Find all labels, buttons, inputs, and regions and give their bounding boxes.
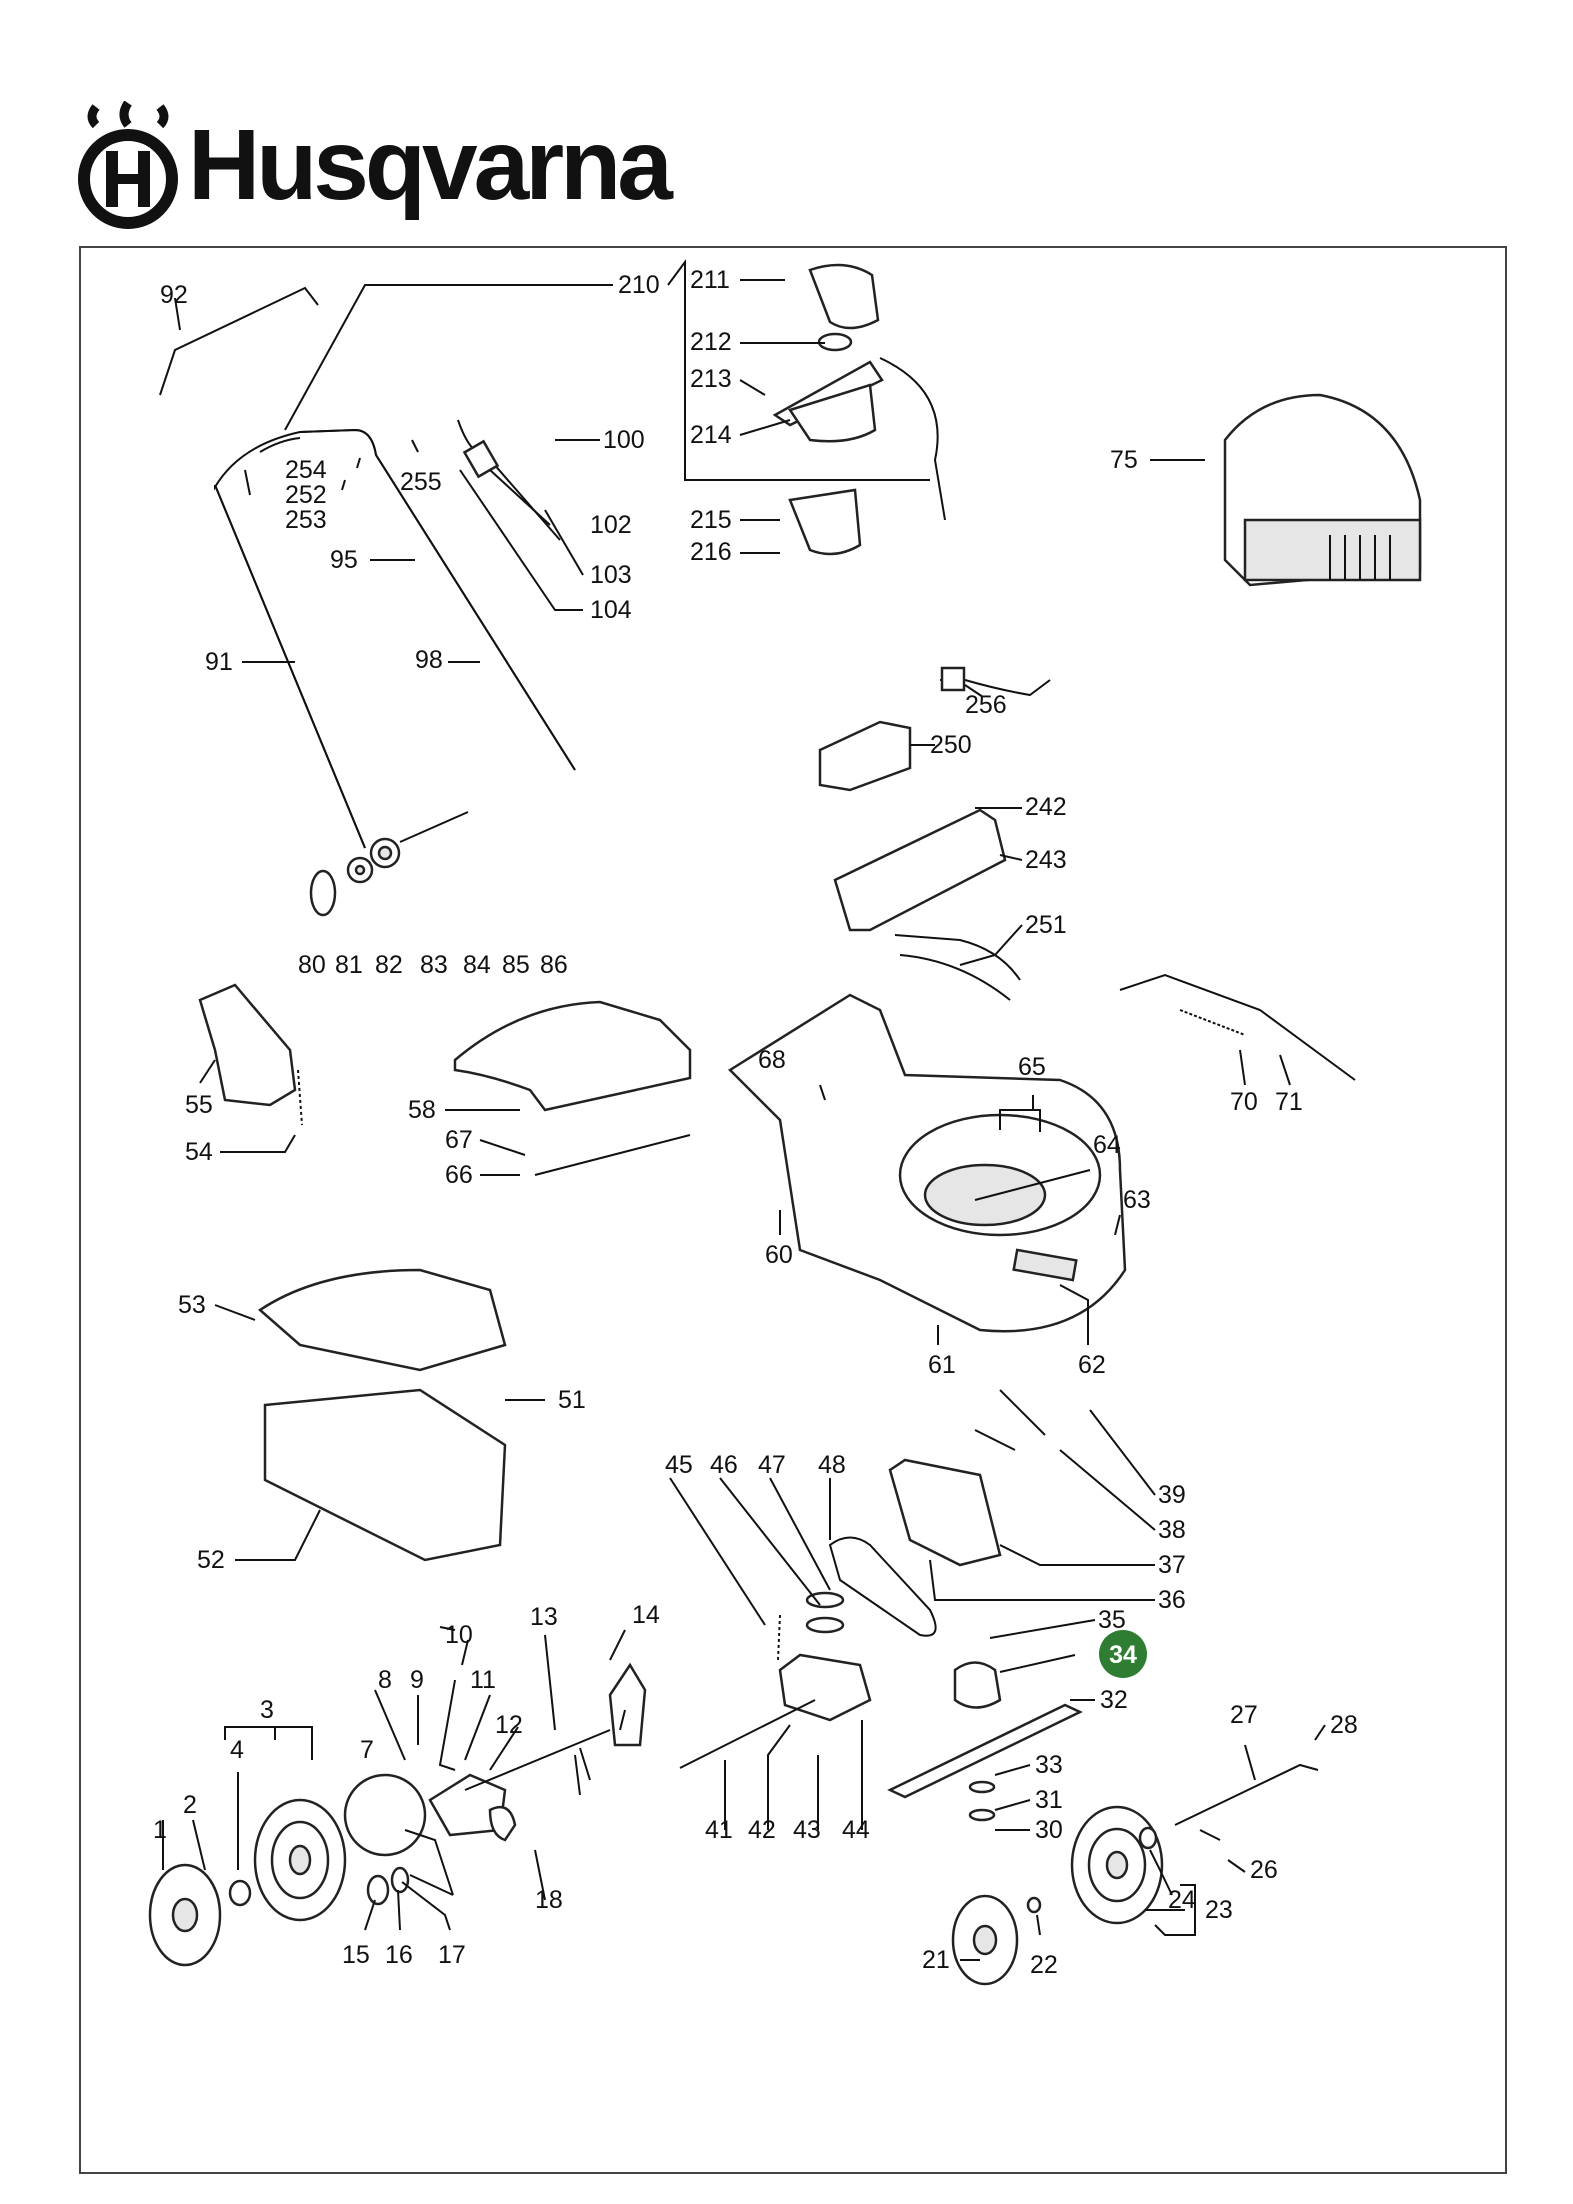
label-75: 75 bbox=[1110, 446, 1138, 474]
label-45: 45 bbox=[665, 1451, 693, 1479]
label-7: 7 bbox=[360, 1736, 374, 1764]
label-21: 21 bbox=[922, 1946, 950, 1974]
label-104: 104 bbox=[590, 596, 632, 624]
highlight-badge bbox=[1099, 1630, 1147, 1678]
part-shapes bbox=[148, 263, 1422, 1986]
label-252: 252 bbox=[285, 481, 327, 509]
label-54: 54 bbox=[185, 1138, 213, 1166]
label-16: 16 bbox=[385, 1941, 413, 1969]
label-13: 13 bbox=[530, 1603, 558, 1631]
label-18: 18 bbox=[535, 1886, 563, 1914]
label-28: 28 bbox=[1330, 1711, 1358, 1739]
label-2: 2 bbox=[183, 1791, 197, 1819]
label-31: 31 bbox=[1035, 1786, 1063, 1814]
label-14: 14 bbox=[632, 1601, 660, 1629]
label-68: 68 bbox=[758, 1046, 786, 1074]
label-256: 256 bbox=[965, 691, 1007, 719]
label-214: 214 bbox=[690, 421, 732, 449]
label-216: 216 bbox=[690, 538, 732, 566]
husqvarna-crown-h-icon bbox=[78, 101, 178, 229]
label-60: 60 bbox=[765, 1241, 793, 1269]
label-103: 103 bbox=[590, 561, 632, 589]
label-254: 254 bbox=[285, 456, 327, 484]
label-82: 82 bbox=[375, 951, 403, 979]
label-250: 250 bbox=[930, 731, 972, 759]
label-51: 51 bbox=[558, 1386, 586, 1414]
label-42: 42 bbox=[748, 1816, 776, 1844]
label-251: 251 bbox=[1025, 911, 1067, 939]
label-9: 9 bbox=[410, 1666, 424, 1694]
diagram-frame bbox=[79, 246, 1507, 2174]
label-10: 10 bbox=[445, 1621, 473, 1649]
label-37: 37 bbox=[1158, 1551, 1186, 1579]
label-36: 36 bbox=[1158, 1586, 1186, 1614]
label-71: 71 bbox=[1275, 1088, 1303, 1116]
label-62: 62 bbox=[1078, 1351, 1106, 1379]
label-17: 17 bbox=[438, 1941, 466, 1969]
label-63: 63 bbox=[1123, 1186, 1151, 1214]
label-15: 15 bbox=[342, 1941, 370, 1969]
label-92: 92 bbox=[160, 281, 188, 309]
label-210: 210 bbox=[618, 271, 660, 299]
label-52: 52 bbox=[197, 1546, 225, 1574]
label-64: 64 bbox=[1093, 1131, 1121, 1159]
label-35: 35 bbox=[1098, 1606, 1126, 1634]
label-66: 66 bbox=[445, 1161, 473, 1189]
label-80: 80 bbox=[298, 951, 326, 979]
label-26: 26 bbox=[1250, 1856, 1278, 1884]
label-61: 61 bbox=[928, 1351, 956, 1379]
label-70: 70 bbox=[1230, 1088, 1258, 1116]
label-100: 100 bbox=[603, 426, 645, 454]
label-4: 4 bbox=[230, 1736, 244, 1764]
label-34: 34 bbox=[1109, 1641, 1137, 1669]
brand-logo: Husqvarna bbox=[78, 100, 673, 230]
label-242: 242 bbox=[1025, 793, 1067, 821]
label-211: 211 bbox=[690, 266, 730, 294]
label-95: 95 bbox=[330, 546, 358, 574]
label-39: 39 bbox=[1158, 1481, 1186, 1509]
label-102: 102 bbox=[590, 511, 632, 539]
label-65: 65 bbox=[1018, 1053, 1046, 1081]
label-24: 24 bbox=[1168, 1886, 1196, 1914]
label-33: 33 bbox=[1035, 1751, 1063, 1779]
label-38: 38 bbox=[1158, 1516, 1186, 1544]
label-43: 43 bbox=[793, 1816, 821, 1844]
label-32: 32 bbox=[1100, 1686, 1128, 1714]
label-8: 8 bbox=[378, 1666, 392, 1694]
label-55: 55 bbox=[185, 1091, 213, 1119]
part-labels: 92 210 211 212 213 214 100 254 255 252 2… bbox=[153, 266, 1358, 1979]
label-212: 212 bbox=[690, 328, 732, 356]
label-46: 46 bbox=[710, 1451, 738, 1479]
label-91: 91 bbox=[205, 648, 233, 676]
label-98: 98 bbox=[415, 646, 443, 674]
label-58: 58 bbox=[408, 1096, 436, 1124]
label-12: 12 bbox=[495, 1711, 523, 1739]
leader-lines bbox=[162, 258, 1326, 1961]
label-47: 47 bbox=[758, 1451, 786, 1479]
label-41: 41 bbox=[705, 1816, 733, 1844]
label-11: 11 bbox=[470, 1666, 496, 1694]
label-23: 23 bbox=[1205, 1896, 1233, 1924]
label-86: 86 bbox=[540, 951, 568, 979]
label-67: 67 bbox=[445, 1126, 473, 1154]
label-215: 215 bbox=[690, 506, 732, 534]
label-1: 1 bbox=[153, 1816, 167, 1844]
label-255: 255 bbox=[400, 468, 442, 496]
label-48: 48 bbox=[818, 1451, 846, 1479]
label-81: 81 bbox=[335, 951, 363, 979]
label-27: 27 bbox=[1230, 1701, 1258, 1729]
label-84: 84 bbox=[463, 951, 491, 979]
label-44: 44 bbox=[842, 1816, 870, 1844]
label-243: 243 bbox=[1025, 846, 1067, 874]
label-213: 213 bbox=[690, 365, 732, 393]
label-30: 30 bbox=[1035, 1816, 1063, 1844]
label-253: 253 bbox=[285, 506, 327, 534]
label-53: 53 bbox=[178, 1291, 206, 1319]
label-22: 22 bbox=[1030, 1951, 1058, 1979]
label-3: 3 bbox=[260, 1696, 274, 1724]
brand-name: Husqvarna bbox=[188, 109, 673, 221]
label-83: 83 bbox=[420, 951, 448, 979]
label-85: 85 bbox=[502, 951, 530, 979]
